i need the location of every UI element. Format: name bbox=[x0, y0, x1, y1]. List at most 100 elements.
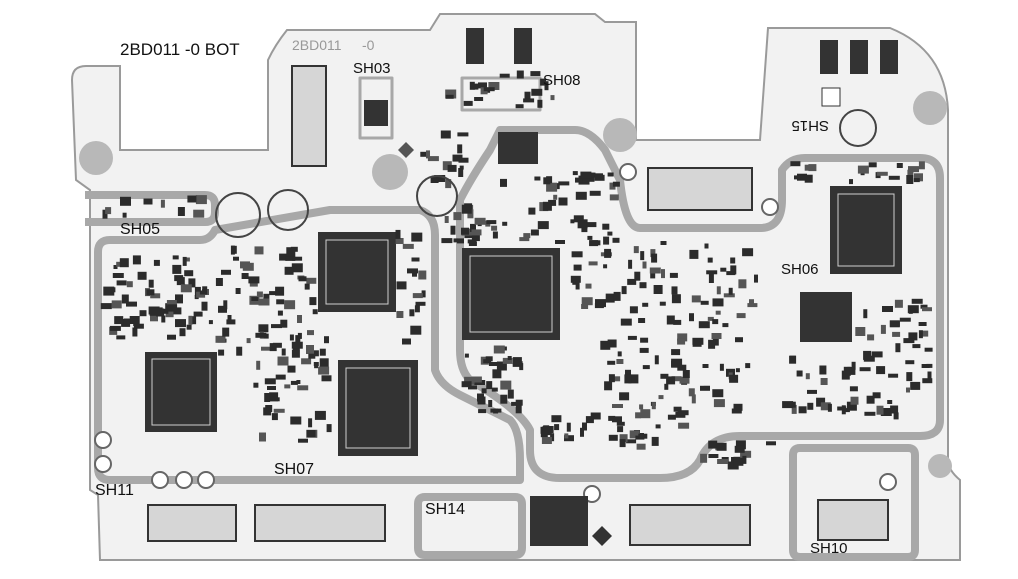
smd-component bbox=[519, 237, 530, 242]
smd-component bbox=[148, 279, 154, 288]
smd-component bbox=[542, 201, 552, 211]
smd-component bbox=[254, 246, 264, 255]
smd-component bbox=[493, 345, 505, 354]
smd-component bbox=[689, 313, 694, 322]
smd-component bbox=[649, 267, 661, 274]
smd-component bbox=[411, 232, 423, 242]
smd-component bbox=[629, 306, 638, 314]
smd-component bbox=[409, 309, 415, 317]
smd-component bbox=[259, 432, 266, 442]
smd-component bbox=[530, 229, 539, 236]
smd-component bbox=[726, 271, 736, 276]
smd-component bbox=[890, 405, 899, 414]
smd-component bbox=[735, 337, 743, 343]
smd-component bbox=[160, 199, 165, 208]
smd-component bbox=[195, 195, 207, 205]
smd-component bbox=[172, 264, 182, 274]
smd-component bbox=[626, 439, 637, 444]
smd-component bbox=[468, 242, 477, 246]
smd-component bbox=[594, 174, 605, 181]
smd-component bbox=[548, 199, 557, 206]
mounting-hole bbox=[79, 141, 113, 175]
smd-component bbox=[500, 380, 512, 390]
smd-component bbox=[914, 173, 923, 182]
smd-component bbox=[735, 440, 746, 450]
smd-component bbox=[669, 272, 678, 278]
smd-component bbox=[161, 315, 166, 323]
smd-component bbox=[661, 269, 665, 279]
smd-component bbox=[716, 286, 721, 295]
smd-component bbox=[639, 282, 647, 289]
smd-component bbox=[866, 395, 875, 404]
smd-component bbox=[179, 328, 186, 337]
shield-label-sh05: SH05 bbox=[120, 221, 160, 238]
smd-component bbox=[820, 378, 828, 385]
smd-component bbox=[184, 270, 194, 277]
smd-component bbox=[242, 262, 254, 271]
smd-component bbox=[412, 293, 423, 299]
smd-component bbox=[132, 327, 138, 337]
smd-component bbox=[740, 450, 752, 458]
smd-component bbox=[880, 324, 886, 334]
smd-component bbox=[857, 165, 869, 174]
smd-component bbox=[194, 286, 201, 296]
smd-component bbox=[787, 401, 796, 408]
smd-component bbox=[280, 319, 288, 328]
inductor bbox=[850, 40, 868, 74]
smd-component bbox=[297, 385, 309, 391]
smd-component bbox=[729, 374, 739, 383]
test-point bbox=[761, 198, 779, 216]
smd-component bbox=[319, 358, 329, 368]
smd-component bbox=[689, 249, 699, 259]
smd-component bbox=[512, 357, 522, 366]
smd-component bbox=[279, 253, 288, 261]
smd-component bbox=[463, 100, 473, 106]
test-point bbox=[619, 163, 637, 181]
smd-component bbox=[600, 340, 611, 350]
smd-component bbox=[605, 293, 615, 303]
smd-component bbox=[677, 410, 689, 416]
shield-label-sh03: SH03 bbox=[353, 60, 391, 77]
smd-component bbox=[621, 286, 627, 295]
mounting-hole bbox=[928, 454, 952, 478]
smd-component bbox=[673, 319, 682, 325]
smd-component bbox=[617, 426, 624, 433]
smd-component bbox=[575, 191, 587, 200]
smd-component bbox=[581, 227, 588, 233]
smd-component bbox=[908, 332, 918, 341]
smd-component bbox=[922, 378, 933, 384]
smd-component bbox=[554, 183, 560, 190]
smd-component bbox=[607, 339, 617, 348]
shield-label-sh06: SH06 bbox=[781, 261, 819, 278]
smd-component bbox=[402, 243, 414, 249]
smd-component bbox=[199, 290, 207, 295]
smd-component bbox=[177, 207, 185, 216]
smd-component bbox=[734, 445, 745, 453]
smd-component bbox=[461, 227, 469, 235]
smd-component bbox=[712, 319, 719, 325]
mounting-hole bbox=[603, 118, 637, 152]
smd-component bbox=[132, 255, 141, 265]
smd-component bbox=[731, 408, 742, 414]
smd-component bbox=[150, 312, 158, 322]
smd-component bbox=[452, 154, 463, 162]
smd-component bbox=[540, 78, 547, 86]
smd-component bbox=[920, 304, 928, 309]
smd-component bbox=[887, 400, 893, 404]
smd-component bbox=[183, 257, 190, 262]
smd-component bbox=[440, 130, 451, 139]
smd-component bbox=[607, 172, 614, 177]
smd-component bbox=[499, 73, 510, 78]
smd-component bbox=[614, 376, 621, 382]
connector-cn2803 bbox=[647, 167, 753, 211]
chip-small bbox=[364, 100, 388, 126]
smd-component bbox=[119, 258, 129, 268]
smd-component bbox=[609, 194, 619, 201]
smd-component bbox=[464, 376, 475, 385]
smd-component bbox=[477, 396, 486, 405]
smd-component bbox=[172, 255, 179, 260]
smd-component bbox=[313, 362, 319, 366]
smd-component bbox=[284, 266, 294, 275]
smd-component bbox=[712, 336, 719, 346]
shield-region-sh05 bbox=[85, 191, 219, 226]
